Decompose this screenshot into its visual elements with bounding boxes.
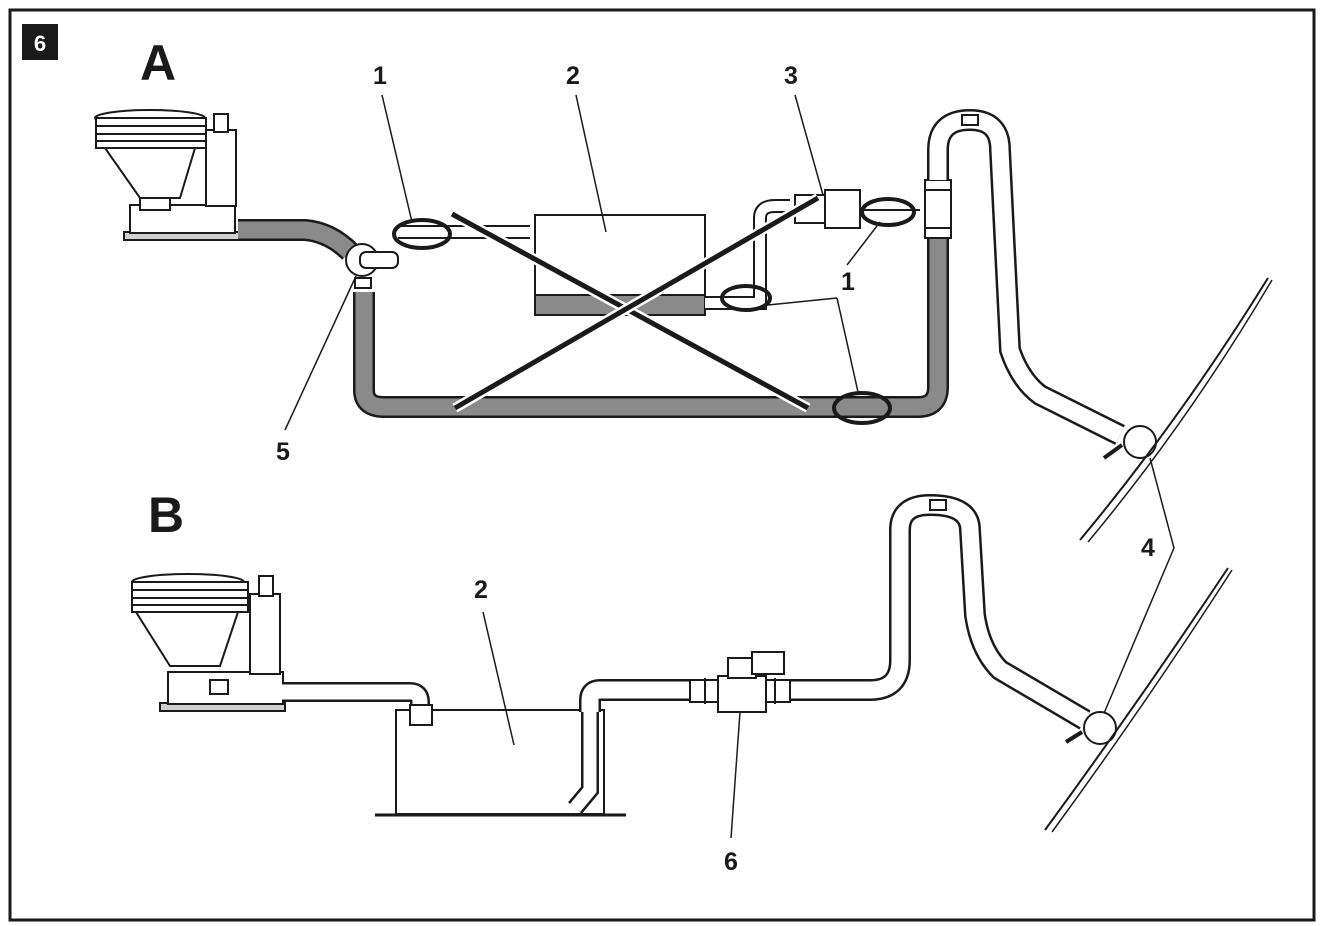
hull-a	[1079, 277, 1269, 541]
leader-lines-b	[482, 611, 741, 839]
hose-b-discharge	[581, 496, 1090, 728]
vent-loop-b-cap	[929, 499, 947, 511]
section-a-label: A	[140, 35, 176, 91]
hull-b-inner	[1051, 569, 1233, 833]
hose-b-toilet	[282, 684, 428, 715]
callout-a-2: 2	[566, 62, 580, 90]
crossed-out-mark	[449, 193, 821, 413]
holding-tank-b	[375, 704, 626, 817]
toilet-b-icon	[131, 573, 286, 712]
discharge-pump-icon	[689, 651, 791, 713]
hull-a-inner	[1087, 279, 1273, 543]
vent-loop-a-cap	[961, 114, 979, 126]
highlight-ring-1d	[832, 391, 892, 425]
callout-a-3: 3	[784, 62, 798, 90]
callout-a-1b: 1	[841, 268, 855, 296]
figure-badge: 6	[22, 24, 58, 60]
hull-b	[1044, 567, 1229, 831]
toilet-a-icon	[94, 109, 240, 241]
callout-a-1: 1	[373, 62, 387, 90]
hose-a-bypass	[355, 238, 947, 416]
figure-frame	[8, 8, 1316, 922]
macerator-pump-icon	[794, 189, 920, 229]
hose-a-toilet	[238, 221, 357, 259]
y-valve-icon	[345, 243, 399, 289]
callout-a-5: 5	[276, 438, 290, 466]
leader-lines-a	[284, 94, 1175, 719]
highlight-rings-a	[392, 197, 916, 425]
section-b-label: B	[148, 487, 184, 543]
highlight-ring-1c	[720, 284, 772, 312]
callout-4: 4	[1141, 534, 1155, 562]
callout-b-2: 2	[474, 576, 488, 604]
figure-badge-label: 6	[34, 31, 46, 56]
seacock-b-icon	[1064, 711, 1117, 745]
t-fitting-icon	[924, 179, 952, 239]
highlight-ring-1b	[860, 197, 916, 227]
vent-loop-a	[929, 111, 1124, 443]
hose-a-tank-out	[705, 201, 790, 308]
highlight-ring-1a	[392, 218, 452, 250]
callout-b-6: 6	[724, 848, 738, 876]
suction-pipe	[570, 712, 597, 813]
